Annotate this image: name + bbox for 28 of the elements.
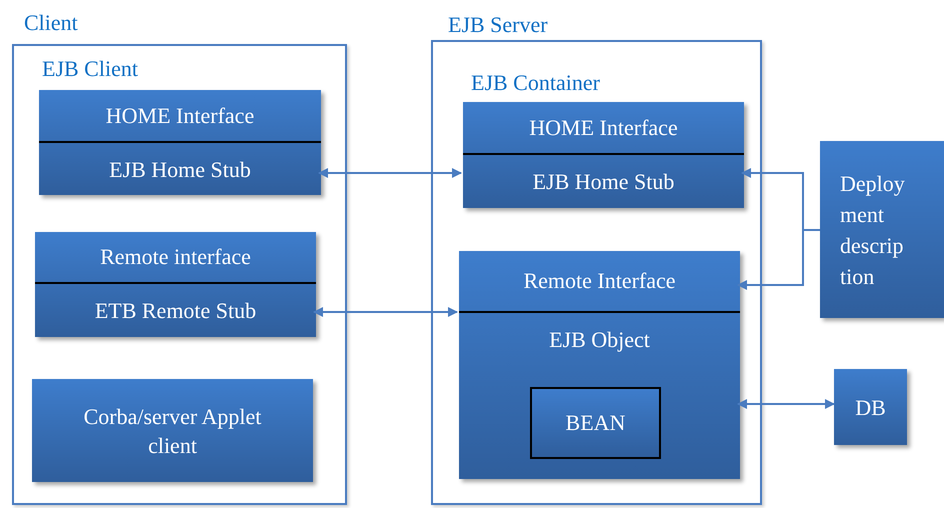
component-title: HOME Interface — [106, 104, 254, 126]
group-heading: Client — [24, 12, 78, 34]
box-label: Corba/server Applet client — [82, 402, 262, 460]
connector-arrow — [318, 168, 462, 178]
component-box — [39, 90, 321, 195]
connector-arrow — [737, 229, 820, 290]
box-label: BEAN — [566, 412, 626, 434]
component-title: HOME Interface — [529, 116, 678, 138]
component-title: Remote interface — [100, 246, 251, 268]
component-label: EJB Home Stub — [109, 159, 251, 181]
component-box — [32, 379, 313, 482]
connector-arrow — [737, 399, 835, 409]
connector-arrow — [313, 307, 458, 317]
box-label: Deploy ment descrip tion — [840, 170, 906, 290]
component-box — [35, 232, 316, 337]
component-label: ETB Remote Stub — [94, 300, 256, 322]
component-title: Remote Interface — [523, 270, 676, 292]
group-subheading: EJB Client — [42, 58, 138, 80]
group-subheading: EJB Container — [471, 72, 600, 94]
component-box — [834, 369, 907, 445]
component-box — [459, 251, 740, 479]
group-heading: EJB Server — [448, 14, 548, 36]
component-label: EJB Object — [549, 329, 650, 351]
descriptor-box — [820, 141, 944, 318]
component-label: EJB Home Stub — [532, 171, 674, 193]
bean-box — [530, 387, 661, 459]
component-box — [463, 102, 744, 208]
box-label: DB — [855, 394, 886, 422]
